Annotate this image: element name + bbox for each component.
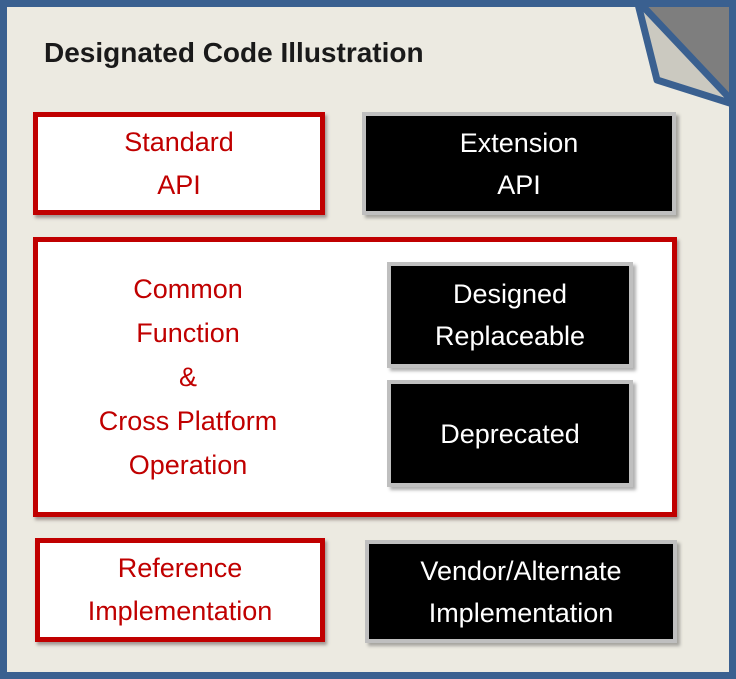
page-fold-corner-icon [635, 7, 729, 107]
deprecated-label: Deprecated [440, 418, 580, 449]
box-vendor-alternate-implementation: Vendor/Alternate Implementation [365, 540, 677, 643]
vendor-alternate-label: Vendor/Alternate Implementation [420, 555, 622, 628]
standard-api-label: Standard API [124, 126, 234, 200]
common-function-label: Common Function & Cross Platform Operati… [98, 274, 278, 480]
extension-api-label: Extension API [459, 127, 579, 200]
page-title: Designated Code Illustration [44, 37, 424, 68]
designed-replaceable-label: Designed Replaceable [434, 279, 586, 351]
box-standard-api: Standard API [33, 112, 325, 215]
box-designed-replaceable: Designed Replaceable [387, 262, 633, 368]
box-deprecated: Deprecated [387, 380, 633, 487]
box-extension-api: Extension API [362, 112, 676, 215]
box-reference-implementation: Reference Implementation [35, 538, 325, 642]
fold-flap-triangle [635, 7, 729, 107]
reference-implementation-label: Reference Implementation [87, 553, 273, 626]
